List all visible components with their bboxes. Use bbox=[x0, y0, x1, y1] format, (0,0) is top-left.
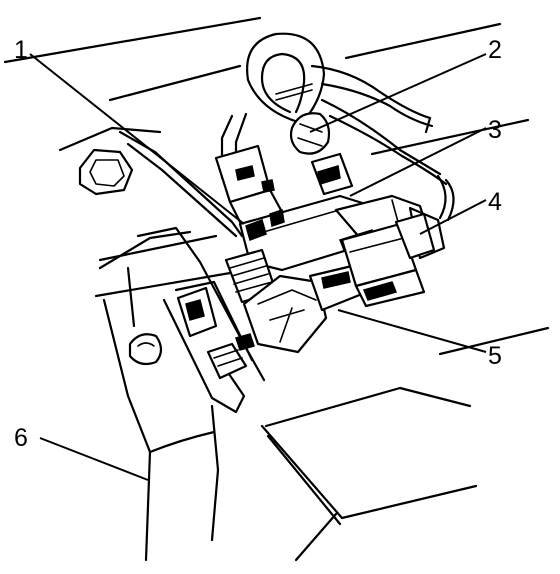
harness-clip bbox=[289, 112, 331, 155]
wire-harness bbox=[220, 32, 455, 222]
mounting-bracket bbox=[98, 130, 266, 414]
callout-6: 6 bbox=[14, 424, 28, 452]
callout-1: 1 bbox=[14, 36, 28, 64]
leader-lines bbox=[29, 53, 487, 481]
bolt-icon bbox=[78, 148, 134, 196]
retaining-clip bbox=[176, 286, 255, 380]
pedal-arm bbox=[102, 298, 220, 562]
lower-electrical-connector bbox=[340, 212, 436, 308]
callout-4: 4 bbox=[488, 188, 502, 216]
upper-electrical-connector bbox=[214, 144, 354, 228]
stud-icon bbox=[128, 333, 163, 366]
callout-5: 5 bbox=[488, 342, 502, 370]
adjustment-nut bbox=[242, 264, 364, 354]
callout-3: 3 bbox=[488, 116, 502, 144]
callout-2: 2 bbox=[488, 36, 502, 64]
